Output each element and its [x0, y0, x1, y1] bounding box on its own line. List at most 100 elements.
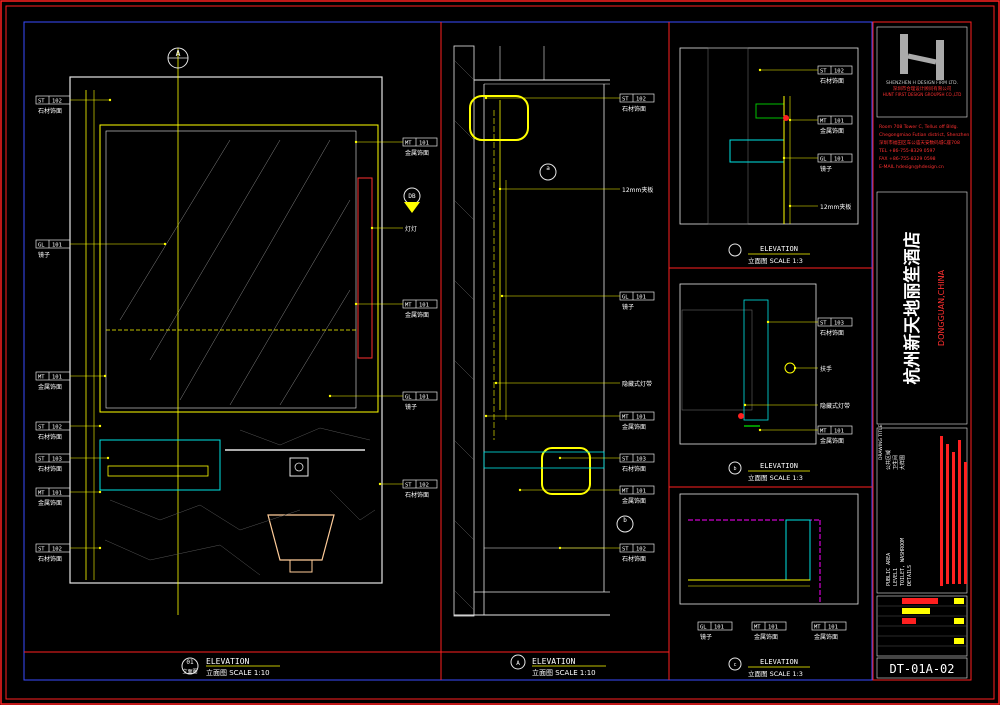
toilet-base: [289, 560, 313, 573]
material-description: 扶手: [820, 365, 832, 373]
detail-marker-a: [539, 163, 557, 181]
drawing-border: [23, 21, 873, 681]
material-description: 镜子: [622, 303, 634, 311]
detail-marker-b: [616, 515, 634, 533]
material-description: 12mm夹板: [820, 203, 851, 211]
material-code: GL: [820, 156, 827, 162]
material-code: ST: [820, 320, 827, 326]
detail-marker-arrow: [404, 202, 420, 213]
material-number: 101: [834, 428, 844, 434]
material-description: 金属饰面: [622, 423, 646, 431]
material-number: 101: [714, 624, 724, 630]
stone-texture: [104, 427, 376, 576]
material-description: 石材饰面: [405, 491, 429, 499]
material-code: MT: [405, 302, 412, 308]
view-scale-5: 立面图 SCALE 1:3: [748, 669, 803, 678]
detail-view-3: ELEVATION 立面图 SCALE 1:3: [679, 47, 859, 265]
material-code: ST: [38, 98, 45, 104]
drawing-number: DT-01A-02: [889, 662, 954, 676]
material-description: 金属饰面: [814, 633, 838, 641]
project-box: [876, 191, 968, 425]
material-description: 金属饰面: [405, 149, 429, 157]
view-tag-1-num: 01: [186, 659, 194, 666]
material-code: ST: [820, 68, 827, 74]
detail-frame-3: [679, 47, 859, 225]
material-code: MT: [754, 624, 761, 630]
counter-section: [483, 451, 605, 469]
wall-section: [453, 45, 475, 617]
detail-component: [729, 139, 785, 163]
address-line: TEL +86-755-8329 0597: [878, 148, 935, 154]
detail-frame-5: [679, 493, 859, 605]
detail-marker-a-label: a: [546, 165, 550, 172]
view-title-5: ELEVATION: [760, 658, 798, 666]
callout-a: [469, 95, 529, 141]
material-code: MT: [622, 414, 629, 420]
material-code: GL: [622, 294, 629, 300]
material-description: 金属饰面: [820, 437, 844, 445]
view-tag-1-sub: 立面图: [182, 668, 197, 675]
drawing-title-cn: 公共区域卫生间大样图: [885, 450, 906, 470]
material-code: MT: [820, 428, 827, 434]
material-description: 石材饰面: [622, 105, 646, 113]
section-marker-label: A: [176, 49, 181, 58]
material-code: GL: [700, 624, 707, 630]
toilet-icon: [267, 514, 335, 561]
inner-frame: [5, 5, 995, 700]
material-description: 石材饰面: [38, 465, 62, 473]
material-code: MT: [405, 140, 412, 146]
view-tag-2: [510, 654, 526, 670]
drawing-title-en-line: LEVEL1: [893, 568, 899, 586]
company-name-3: HUNT FIRST DESIGN GROUPSH CO.,LTD: [883, 92, 962, 97]
material-number: 102: [52, 546, 62, 552]
material-tag: 灯灯: [370, 225, 417, 233]
drawing-title-en-line: DETAILS: [907, 565, 913, 586]
view-tag-5-num: c: [733, 662, 736, 668]
material-description: 金属饰面: [405, 311, 429, 319]
view-scale-4: 立面图 SCALE 1:3: [748, 473, 803, 482]
mirror-frame: [99, 124, 379, 413]
material-description: 镜子: [38, 251, 50, 259]
flush-button-icon: [294, 462, 304, 472]
detail-marker-b-label: b: [623, 517, 627, 524]
drawing-title-line: 卫生间: [892, 455, 899, 470]
material-code: GL: [38, 242, 45, 248]
project-title: 杭州新天地丽笙酒店: [902, 232, 923, 385]
material-description: 石材饰面: [38, 433, 62, 441]
material-description: 隐藏式灯带: [820, 402, 850, 410]
material-number: 101: [768, 624, 778, 630]
view-title-4: ELEVATION: [760, 462, 798, 470]
view-title-3: ELEVATION: [760, 245, 798, 253]
material-description: 灯灯: [405, 225, 417, 233]
drawing-title-line: 大样图: [899, 455, 906, 470]
material-tag: 12mm夹板: [498, 186, 653, 194]
material-code: ST: [38, 456, 45, 462]
material-description: 隐藏式灯带: [622, 380, 652, 388]
material-description: 镜子: [700, 633, 712, 641]
company-name-cn: 深圳市合理设计顾问有限公司: [893, 85, 952, 92]
material-number: 101: [828, 624, 838, 630]
view-tag-1: [181, 657, 199, 675]
elevation-view-2: a b A ELEVATION 立面图 SCALE 1:10: [453, 45, 634, 677]
title-block-border: [872, 21, 972, 681]
material-number: 101: [52, 242, 62, 248]
material-description: 石材饰面: [820, 329, 844, 337]
material-code: ST: [622, 96, 629, 102]
material-description: 石材饰面: [38, 107, 62, 115]
material-description: 石材饰面: [622, 465, 646, 473]
address-line: Chegongmiao Futian district, Shenzhen: [879, 132, 969, 138]
material-code: MT: [38, 490, 45, 496]
material-number: 101: [834, 156, 844, 162]
